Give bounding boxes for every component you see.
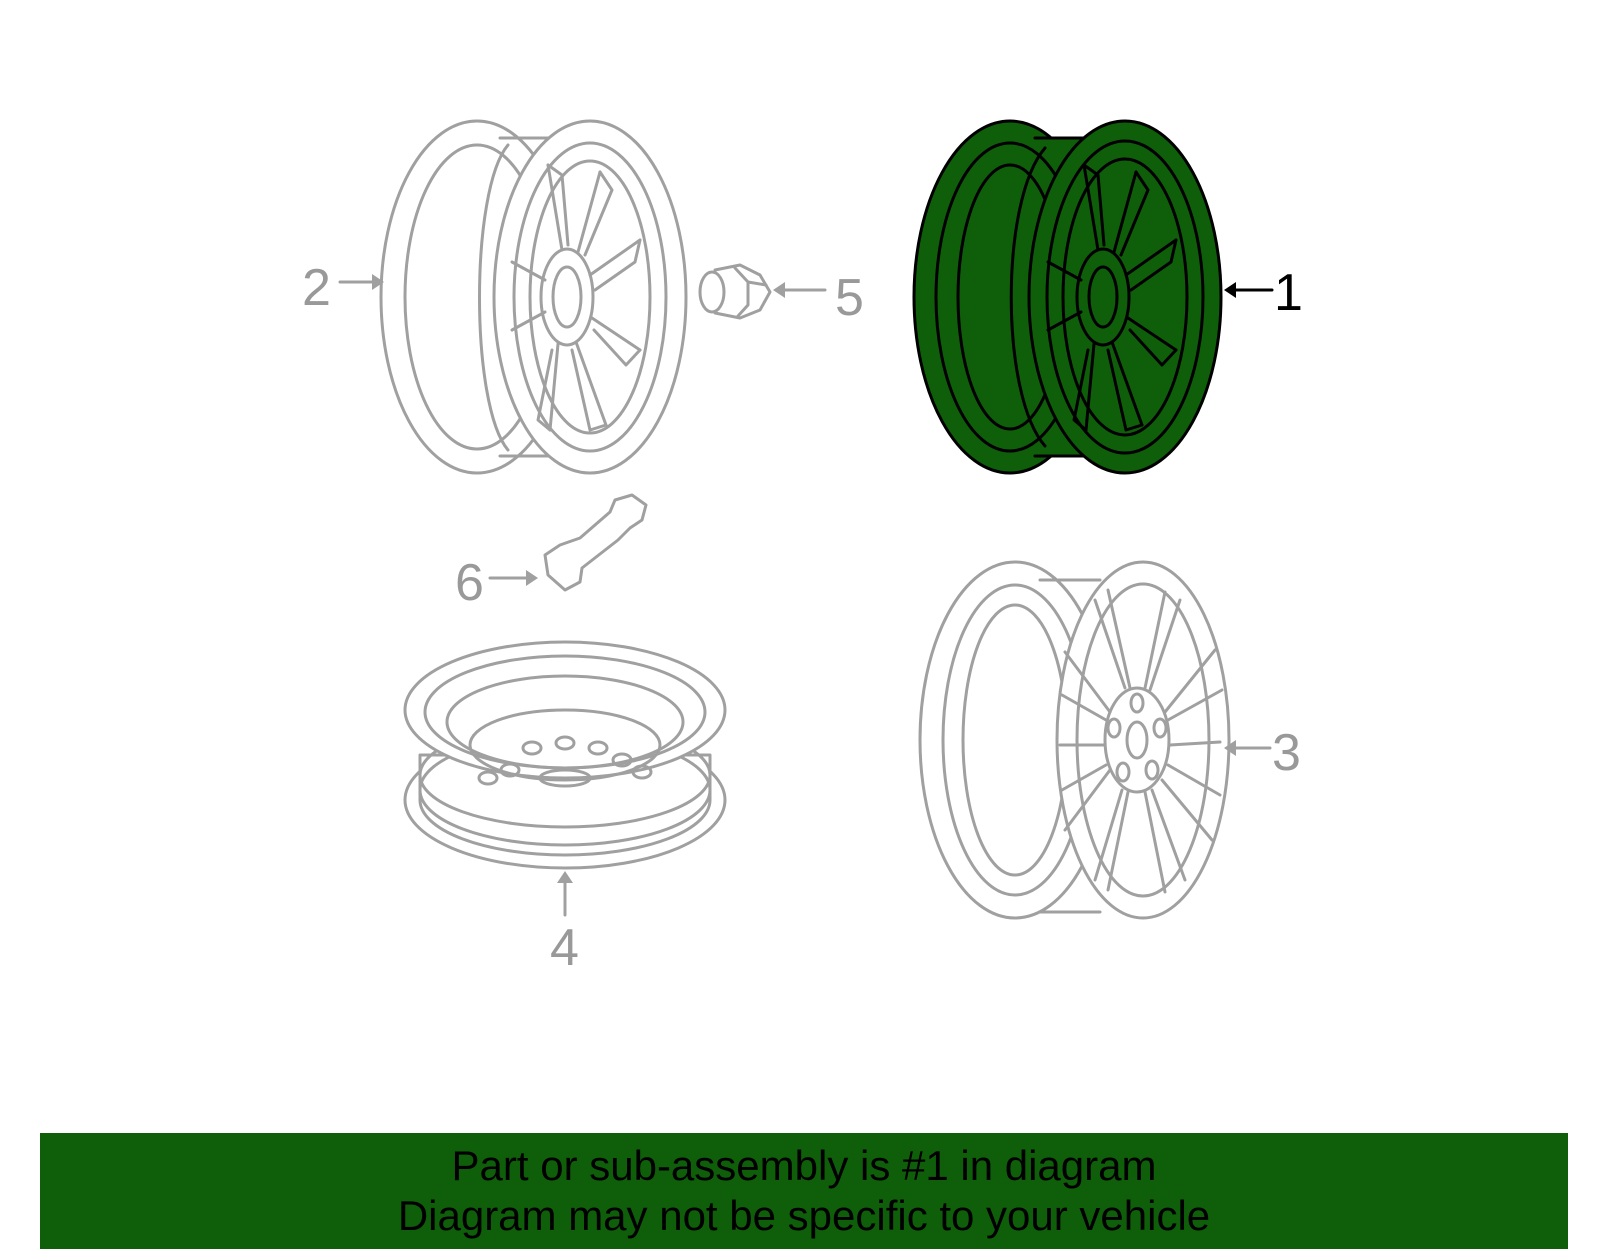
callout-4[interactable]: 4 <box>550 871 579 977</box>
callout-2-label: 2 <box>302 259 331 317</box>
banner-line-1: Part or sub-assembly is #1 in diagram <box>451 1142 1157 1189</box>
part-3-wheel[interactable] <box>918 560 1231 920</box>
arrow-icon <box>557 871 573 883</box>
callout-4-label: 4 <box>550 919 579 977</box>
arrow-icon <box>1224 282 1236 298</box>
info-banner: Part or sub-assembly is #1 in diagram Di… <box>40 1133 1568 1249</box>
callout-5[interactable]: 5 <box>773 269 864 327</box>
part-1-wheel-selected[interactable] <box>912 119 1223 475</box>
callout-6[interactable]: 6 <box>455 554 538 612</box>
callout-6-label: 6 <box>455 554 484 612</box>
part-2-wheel[interactable] <box>379 119 688 475</box>
callout-2[interactable]: 2 <box>302 259 384 317</box>
callout-3-label: 3 <box>1272 724 1301 782</box>
callout-3[interactable]: 3 <box>1224 724 1301 782</box>
arrow-icon <box>526 570 538 586</box>
banner-line-2: Diagram may not be specific to your vehi… <box>397 1192 1211 1239</box>
callout-1[interactable]: 1 <box>1224 264 1303 322</box>
part-6-valve-stem[interactable] <box>543 493 648 592</box>
arrow-icon <box>372 274 384 290</box>
arrow-icon <box>1224 740 1236 756</box>
arrow-icon <box>773 282 785 298</box>
callout-1-label: 1 <box>1274 264 1303 322</box>
part-4-spare-wheel[interactable] <box>403 640 727 870</box>
callout-5-label: 5 <box>835 269 864 327</box>
part-5-lug-nut[interactable] <box>698 263 772 320</box>
